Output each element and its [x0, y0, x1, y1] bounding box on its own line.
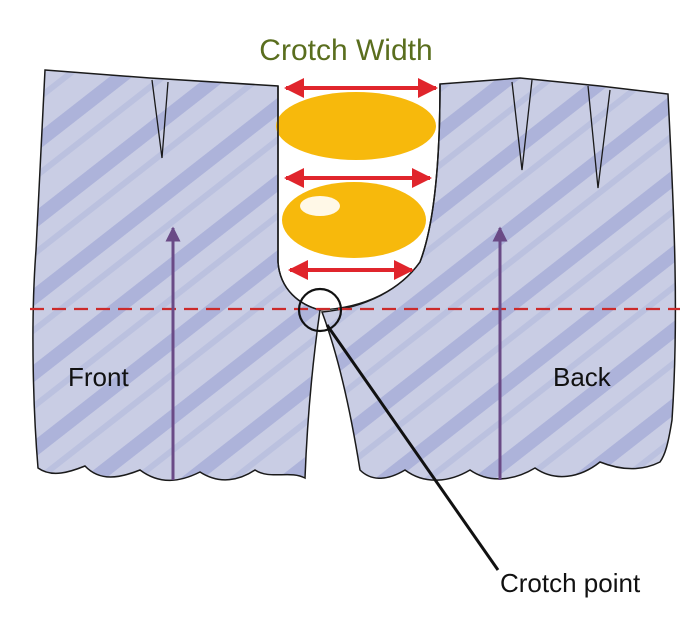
crotch-point-label: Crotch point	[500, 568, 641, 598]
crotch-point-circle	[297, 287, 343, 333]
front-label: Front	[68, 362, 129, 392]
back-dart-2	[587, 85, 611, 189]
back-dart-1	[511, 79, 533, 171]
crotch-curve	[277, 83, 441, 311]
crotch-extension-fill	[276, 92, 436, 258]
front-pattern-piece	[32, 69, 321, 482]
crotch-point-leader-line	[325, 324, 500, 571]
front-dart	[151, 79, 169, 159]
diagram-title: Crotch Width	[259, 34, 432, 67]
back-label: Back	[553, 362, 612, 392]
